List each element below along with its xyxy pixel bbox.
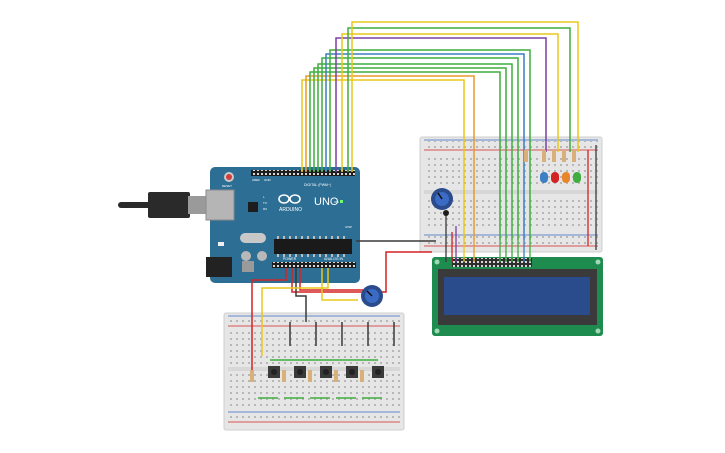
button-resistors [250,370,364,382]
push-button-3[interactable] [320,366,332,378]
push-button-1[interactable] [268,366,280,378]
potentiometer-2[interactable] [361,285,383,307]
lcd-pin-header [452,258,532,267]
on-label: ON [334,200,339,204]
digital-label: DIGITAL (PWM~) [304,183,331,187]
board-model: UNO [314,196,339,208]
icsp-label: ICSP [345,225,352,229]
analog-label: ANALOG IN [324,257,344,261]
potentiometer-1[interactable] [431,188,453,216]
push-button-4[interactable] [346,366,358,378]
usb-cable [118,192,210,218]
lcd-display [432,257,603,336]
arduino-logo [278,194,301,204]
button-section [258,322,395,399]
push-button-2[interactable] [294,366,306,378]
aref-label: AREF [252,178,260,182]
led-resistors [524,150,576,162]
led-red [551,172,559,183]
rx-label: RX [263,207,267,211]
capacitor-2 [257,251,267,261]
arduino-logo-text: ARDUINO [279,207,302,213]
breadboard-right [419,136,603,253]
push-button-5[interactable] [372,366,384,378]
arduino-uno-board: ARDUINO UNO DIGITAL (PWM~) ANALOG IN POW… [205,167,360,283]
tx-label: TX [263,201,267,205]
digital-wires [301,21,579,240]
crystal [240,233,266,243]
led-orange [562,172,570,183]
led-green [573,172,581,183]
lcd-wires [445,145,597,262]
capacitor-1 [241,251,251,261]
usb-chip [248,202,258,212]
atmega-chip [274,239,352,254]
led-blue [540,172,548,183]
power-label: POWER [283,257,297,261]
l-label: L [263,195,265,199]
power-wires [251,240,436,376]
reset-label: RESET [222,184,232,188]
reset-button[interactable] [226,174,232,180]
on-led [340,200,343,203]
gnd-label: GND [264,178,272,182]
breadboard-bottom [223,312,405,431]
